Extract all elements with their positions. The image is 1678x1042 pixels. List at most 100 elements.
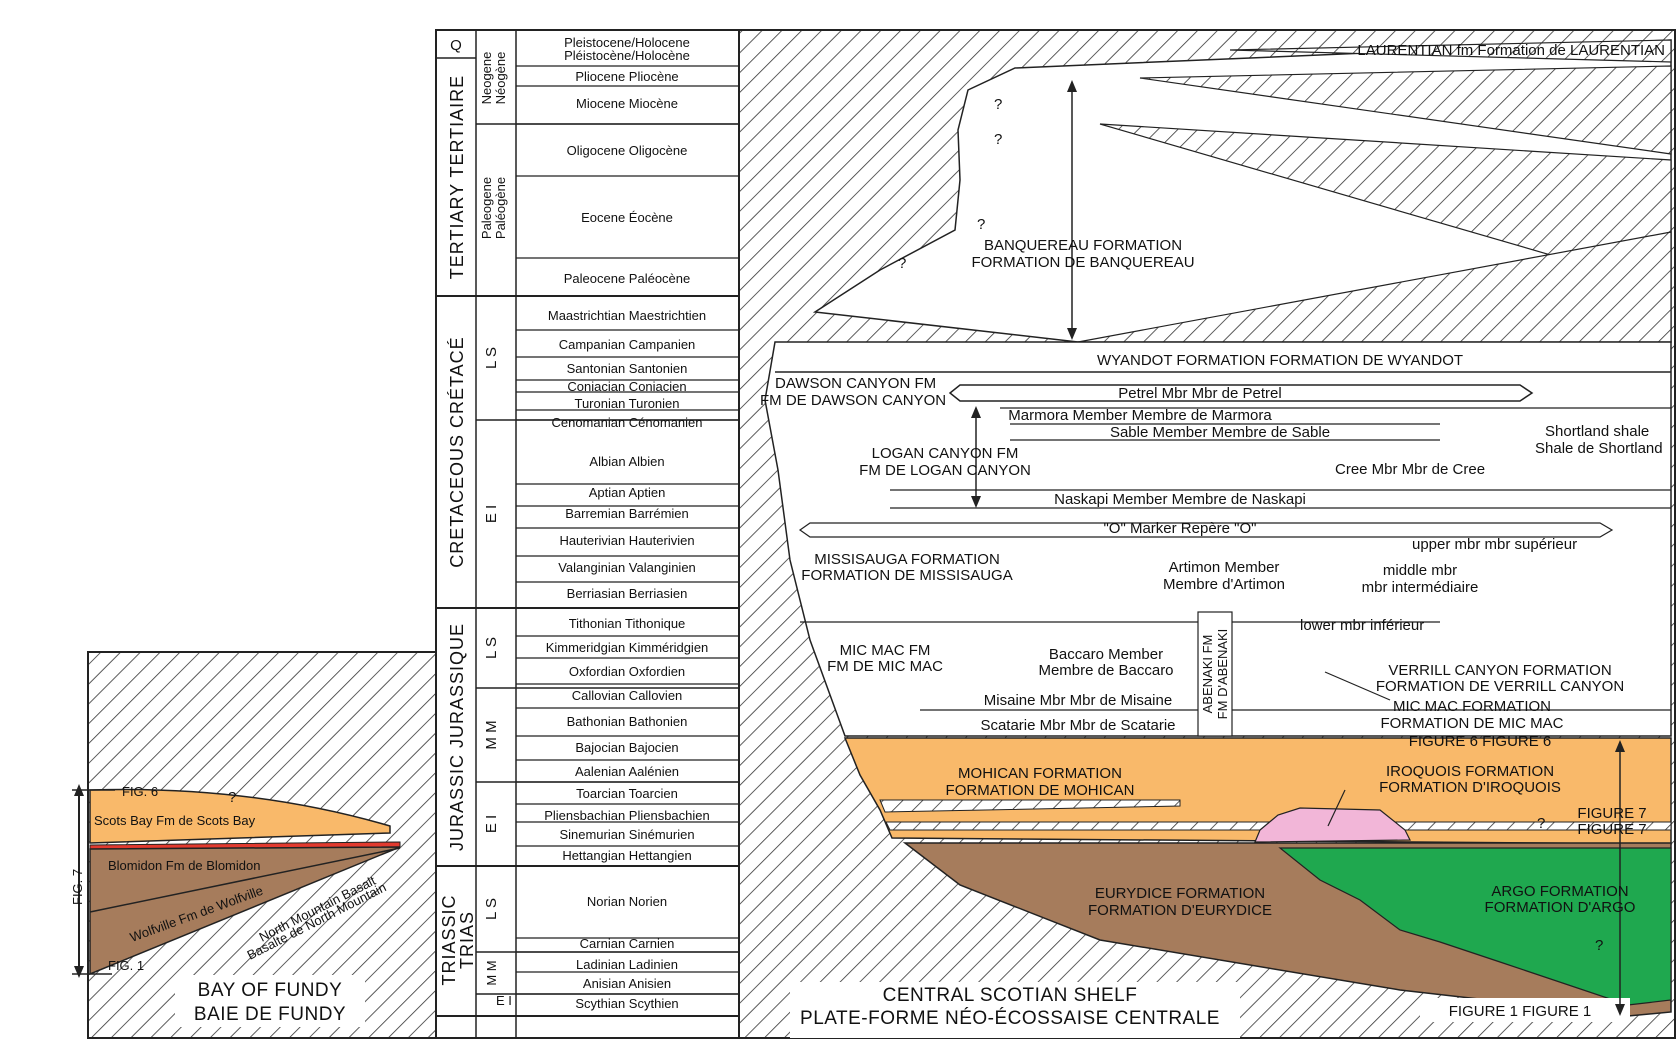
stage-label: Pléistocène/Holocène (564, 48, 690, 63)
iroquois-pointer (1327, 789, 1346, 827)
verrill-label-1: VERRILL CANYON FORMATION (1388, 662, 1611, 679)
shelf-white-body (764, 341, 1672, 737)
logan-arrow-head-down (971, 496, 981, 508)
petrel-member (948, 384, 1534, 402)
stage-label: Maastrichtian Maestrichtien (548, 308, 706, 323)
stage-label: Scythian Scythien (575, 996, 678, 1011)
triassic-label-2: TRIAS (457, 911, 477, 969)
figure7-arrow-head-down (1615, 1004, 1625, 1016)
bay-of-fundy-label-2: BAIE DE FUNDY (194, 1004, 346, 1025)
q-mark-1: ? (994, 96, 1002, 113)
q-mark-3: ? (977, 216, 985, 233)
shelf-label-1: CENTRAL SCOTIAN SHELF (883, 985, 1138, 1006)
mohican-q-mark: ? (1537, 815, 1545, 832)
naskapi-label: Naskapi Member Membre de Naskapi (1054, 491, 1306, 508)
scatarie-label: Scatarie Mbr Mbr de Scatarie (980, 717, 1175, 734)
middle-mbr-label-2: mbr intermédiaire (1362, 579, 1479, 596)
fundy-fig1-label: FIG. 1 (108, 958, 144, 973)
stage-label: Kimmeridgian Kimméridgien (546, 640, 709, 655)
eurydice-label-2: FORMATION D'EURYDICE (1088, 902, 1272, 919)
stage-label: Aalenian Aalénien (575, 764, 679, 779)
figure7-arrow-head-up (1615, 740, 1625, 752)
dawson-label-2: FM DE DAWSON CANYON (760, 392, 946, 409)
banquereau-label-2: FORMATION DE BANQUEREAU (971, 254, 1194, 271)
neogene-label-2: Néogène (493, 52, 508, 105)
stage-label: Valanginian Valanginien (558, 560, 696, 575)
tri-late-label: L S (483, 898, 500, 920)
petrel-label: Petrel Mbr Mbr de Petrel (1118, 385, 1281, 402)
cross-section: LAURENTIAN fm Formation de LAURENTIAN BA… (738, 29, 1676, 1039)
stage-labels: Pleistocene/HolocenePléistocène/Holocène… (544, 35, 710, 1011)
abenaki-label-2: FM D'ABENAKI (1215, 629, 1230, 720)
fundy-fig7-label: FIG. 7 (70, 869, 85, 905)
figure1-label: FIGURE 1 FIGURE 1 (1449, 1003, 1592, 1020)
banquereau-arrow-head-down (1067, 328, 1077, 340)
fig7-arrow-head-down (74, 966, 84, 978)
stage-label: Coniacian Coniacien (567, 379, 686, 394)
tertiary-wedge-2 (1099, 123, 1672, 291)
stage-label: Bajocian Bajocien (575, 740, 678, 755)
mohican-formation-unit (843, 737, 1672, 845)
baccaro-label-1: Baccaro Member (1049, 646, 1163, 663)
q-mark-2: ? (994, 131, 1002, 148)
stage-label: Aptian Aptien (589, 485, 666, 500)
stage-label: Oxfordian Oxfordien (569, 664, 685, 679)
missisauga-label-2: FORMATION DE MISSISAUGA (801, 567, 1012, 584)
stage-label: Paleocene Paléocène (564, 271, 691, 286)
stage-label: Albian Albien (589, 454, 664, 469)
cret-late-label: L S (483, 347, 500, 369)
bay-of-fundy-panel: FIG. 6 ? Scots Bay Fm de Scots Bay Blomi… (70, 651, 437, 1039)
tertiary-wedge-1 (1139, 65, 1672, 155)
triassic-label-1: TRIASSIC (439, 894, 459, 985)
sable-label: Sable Member Membre de Sable (1110, 424, 1330, 441)
abenaki-label-1: ABENAKI FM (1200, 635, 1215, 714)
stage-label: Berriasian Berriasien (567, 586, 688, 601)
stage-label: Barremian Barrémien (565, 506, 689, 521)
jur-early-label: E I (483, 815, 500, 833)
fundy-question-mark: ? (228, 789, 236, 806)
stage-label: Santonian Santonien (567, 361, 688, 376)
stage-label: Tithonian Tithonique (569, 616, 686, 631)
iroquois-formation-unit (1254, 807, 1411, 843)
cretaceous-label: CRETACEOUS CRÉTACÉ (447, 336, 467, 567)
artimon-label-2: Membre d'Artimon (1163, 576, 1285, 593)
stage-label: Pleistocene/Holocene (564, 35, 690, 50)
laurentian-label: LAURENTIAN fm Formation de LAURENTIAN (1357, 42, 1665, 59)
o-marker-label: "O" Marker Repère "O" (1103, 520, 1256, 537)
verrill-label-2: FORMATION DE VERRILL CANYON (1376, 678, 1624, 695)
stage-label: Norian Norien (587, 894, 667, 909)
quaternary-label: Q (450, 37, 462, 54)
neogene-label-1: Neogene (479, 52, 494, 105)
shelf-label-2: PLATE-FORME NÉO-ÉCOSSAISE CENTRALE (800, 1008, 1220, 1029)
logan-label-2: FM DE LOGAN CANYON (859, 462, 1031, 479)
argo-formation-unit (1278, 847, 1672, 1006)
scots-bay-formation (89, 788, 391, 844)
blomidon-label: Blomidon Fm de Blomidon (108, 858, 260, 873)
fundy-fig6-label: FIG. 6 (122, 784, 158, 799)
misaine-label: Misaine Mbr Mbr de Misaine (984, 692, 1172, 709)
stage-label: Carnian Carnien (580, 936, 675, 951)
bay-of-fundy-label-1: BAY OF FUNDY (198, 980, 343, 1001)
stage-label: Bathonian Bathonien (567, 714, 688, 729)
tertiary-label: TERTIARY TERTIAIRE (447, 75, 467, 279)
stage-label: Miocene Miocène (576, 96, 678, 111)
stage-label: Pliocene Pliocène (575, 69, 678, 84)
paleogene-label-2: Paléogène (493, 177, 508, 239)
shortland-label-2: Shale de Shortland (1535, 440, 1663, 457)
eurydice-label-1: EURYDICE FORMATION (1095, 885, 1265, 902)
figure7-label-1: FIGURE 7 (1577, 805, 1646, 822)
stage-label: Hauterivian Hauterivien (559, 533, 694, 548)
shortland-label-1: Shortland shale (1545, 423, 1649, 440)
figure7-label-2: FIGURE 7 (1577, 821, 1646, 838)
mohican-label-1: MOHICAN FORMATION (958, 765, 1122, 782)
banquereau-arrow-head-up (1067, 80, 1077, 92)
laurentian-wedge (1229, 39, 1672, 63)
middle-mbr-label-1: middle mbr (1383, 562, 1457, 579)
stage-label: Oligocene Oligocène (567, 143, 688, 158)
marmora-label: Marmora Member Membre de Marmora (1008, 407, 1272, 424)
figure1-label-bg (1420, 998, 1630, 1022)
stage-label: Ladinian Ladinien (576, 957, 678, 972)
stage-label: Hettangian Hettangien (562, 848, 691, 863)
argo-q-mark: ? (1595, 937, 1603, 954)
